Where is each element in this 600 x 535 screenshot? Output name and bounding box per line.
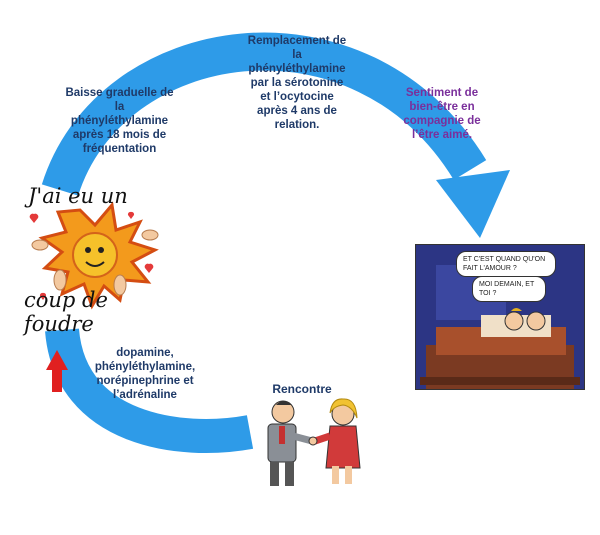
speech-bubble-answer: MOI DEMAIN, ET TOI ? <box>472 276 546 302</box>
increase-arrow-icon <box>46 350 68 392</box>
hormones-label: dopamine, phényléthylamine, norépinephri… <box>85 346 205 402</box>
bed-scene-drawing <box>416 245 584 389</box>
wellbeing-line: compagnie de <box>403 115 481 127</box>
wellbeing-line: bien-être en <box>409 101 475 113</box>
hormone-line: norépinephrine et <box>96 375 194 387</box>
lower-cycle-arc <box>45 327 254 453</box>
decrease-line: phényléthylamine <box>70 115 169 127</box>
wellbeing-label: Sentiment de bien-être en compagnie de l… <box>392 86 492 142</box>
replacement-line: après 4 ans de <box>257 105 337 117</box>
speech-bubble-question: ET C'EST QUAND QU'ON FAIT L'AMOUR ? <box>456 251 556 277</box>
replacement-label: Remplacement de la phényléthylamine par … <box>222 34 372 132</box>
replacement-line: relation. <box>274 119 320 131</box>
explosion-illustration <box>29 201 159 310</box>
upper-cycle-arc <box>41 32 487 197</box>
gradual-decrease-label: Baisse graduelle de la phényléthylamine … <box>52 86 187 156</box>
couple-meeting-illustration <box>267 398 361 486</box>
replacement-line: et l’ocytocine <box>260 91 334 103</box>
replacement-line: phényléthylamine <box>248 63 346 75</box>
hormone-line: phényléthylamine, <box>94 361 196 373</box>
decrease-line: fréquentation <box>82 143 157 155</box>
coup-de-foudre-caption-top: J'ai eu un <box>28 184 128 208</box>
coup-de-foudre-caption-bottom: coup de foudre <box>24 288 108 336</box>
decrease-line: après 18 mois de <box>72 129 167 141</box>
replacement-line: la <box>292 49 302 61</box>
comic-bed-scene: ET C'EST QUAND QU'ON FAIT L'AMOUR ? MOI … <box>415 244 585 390</box>
replacement-line: Remplacement de <box>247 35 347 47</box>
hormone-line: dopamine, <box>116 347 174 359</box>
replacement-line: par la sérotonine <box>250 77 344 89</box>
wellbeing-line: Sentiment de <box>405 87 479 99</box>
wellbeing-line: l’être aimé. <box>411 129 473 141</box>
decrease-line: Baisse graduelle de <box>65 87 174 99</box>
upper-arrow-head <box>436 170 510 238</box>
hormone-line: l’adrénaline <box>113 389 177 401</box>
meeting-label: Rencontre <box>272 382 332 396</box>
decrease-line: la <box>114 101 125 113</box>
